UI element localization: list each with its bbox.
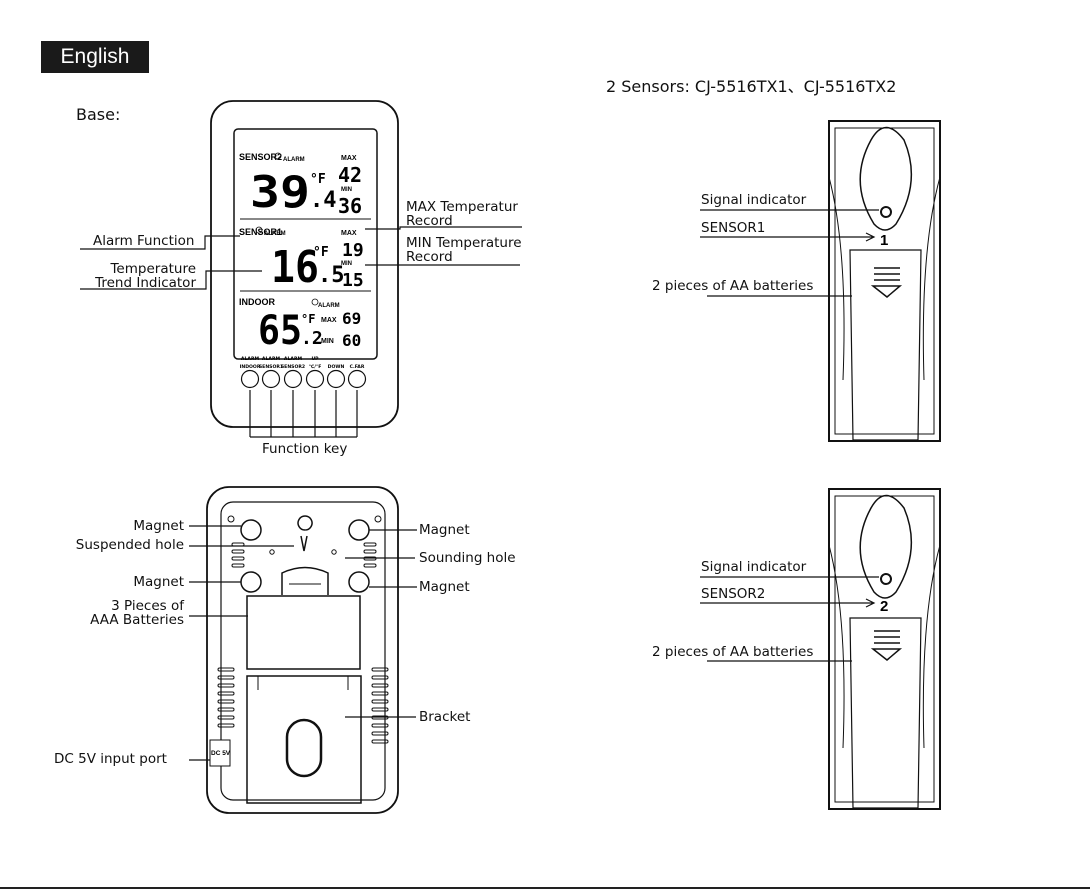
language-tab: English (41, 41, 149, 73)
battery-compartment (246, 595, 361, 670)
sensor-leader-lines (700, 209, 879, 662)
dc-marking: DC 5V (211, 750, 231, 757)
sensor2-alarm: ALARM (283, 157, 305, 163)
sensor1-temp-decimal: .5 (318, 263, 345, 288)
button-down (326, 369, 346, 389)
indoor-min-value: 60 (342, 331, 361, 350)
label-signal-indicator: Signal indicator (701, 192, 807, 208)
sensor2-max-label: MAX (341, 155, 357, 162)
label-batteries-line2: AAA Batteries (90, 612, 184, 628)
label-bracket: Bracket (419, 709, 471, 725)
sensor2-max-value: 42 (338, 163, 362, 187)
label-sounding-hole: Sounding hole (419, 550, 516, 566)
button-bottom-label: INDOOR (240, 364, 261, 370)
sensor2-unit: °F (310, 172, 326, 187)
label-magnet-top-right: Magnet (419, 522, 470, 538)
label-trend-line1: Temperature (110, 261, 196, 277)
signal-indicator-led (880, 206, 892, 218)
label-sensor-batteries: 2 pieces of AA batteries (652, 278, 814, 294)
sensor2-min-value: 36 (338, 194, 362, 218)
magnet-mid-left (240, 571, 262, 593)
indoor-temp: 65 (258, 308, 302, 354)
magnet-mid-right (348, 571, 370, 593)
indoor-min-label: MIN (321, 338, 334, 345)
button-top-label: UP (311, 356, 319, 362)
base-heading: Base: (76, 105, 121, 124)
button-up-unit (305, 369, 325, 389)
button-top-label: ALARM (284, 356, 303, 362)
sensors-heading: 2 Sensors: CJ-5516TX1、CJ-5516TX2 (606, 77, 897, 96)
bracket (246, 675, 362, 804)
sensor1-max-value: 19 (342, 240, 364, 261)
label-suspended-hole: Suspended hole (75, 537, 184, 553)
label-min-line2: Record (406, 249, 453, 265)
sensor-number: 2 (880, 598, 888, 615)
indoor-unit: °F (301, 312, 315, 326)
sensor-number: 1 (880, 232, 888, 249)
lcd-screen (233, 128, 378, 360)
sensor1-min-value: 15 (342, 270, 364, 291)
button-bottom-label: DOWN (328, 364, 345, 370)
sensor-unit-1 (828, 120, 941, 442)
button-alarm-sensor1 (261, 369, 281, 389)
bottom-rule (0, 887, 1090, 889)
button-alarm-sensor2 (283, 369, 303, 389)
back-leader-lines (189, 525, 417, 761)
button-bottom-label: ℃/°F (309, 364, 322, 370)
sensor2-temp: 39 (250, 167, 310, 218)
indoor-label: INDOOR (239, 297, 276, 307)
button-top-label: ALARM (262, 356, 281, 362)
indoor-alarm: ALARM (318, 303, 340, 309)
label-max-line1: MAX Temperatur (406, 199, 518, 215)
function-key-bracket (249, 390, 358, 438)
sensor1-label: SENSOR1 (239, 227, 282, 237)
sensor1-min-label: MIN (341, 261, 352, 267)
signal-indicator-led (880, 573, 892, 585)
label-max-line2: Record (406, 213, 453, 229)
sensor2-temp-decimal: .4 (310, 188, 337, 213)
button-bottom-label: SENSOR1 (259, 364, 283, 370)
sensor2-min-label: MIN (341, 187, 352, 193)
label-function-key: Function key (262, 441, 348, 457)
label-signal-indicator: Signal indicator (701, 559, 807, 575)
indoor-temp-decimal: .2 (301, 328, 323, 349)
button-bottom-label: SENSOR2 (281, 364, 305, 370)
magnet-top-left (240, 519, 262, 541)
bracket-oval (285, 718, 323, 778)
base-back-body (206, 486, 399, 814)
dc-port (209, 739, 231, 767)
label-sensor-batteries: 2 pieces of AA batteries (652, 644, 814, 660)
button-bottom-label: C.FAR (350, 364, 365, 370)
label-trend-line2: Trend Indicator (95, 275, 196, 291)
suspended-hole (297, 515, 313, 552)
label-sensor-name: SENSOR2 (701, 586, 766, 602)
sensor1-max-label: MAX (341, 230, 357, 237)
button-top-label: ALARM (241, 356, 260, 362)
front-leader-lines (80, 226, 522, 290)
sensor1-temp: 16 (271, 242, 319, 293)
label-batteries-line1: 3 Pieces of (111, 598, 184, 614)
label-alarm-function: Alarm Function (93, 233, 195, 249)
magnet-top-right (348, 519, 370, 541)
button-alarm-indoor (240, 369, 260, 389)
indoor-max-value: 69 (342, 309, 361, 328)
indoor-max-label: MAX (321, 317, 337, 324)
label-magnet-top-left: Magnet (133, 518, 184, 534)
sensor1-unit: °F (313, 245, 329, 260)
label-magnet-mid-left: Magnet (133, 574, 184, 590)
base-front-body (210, 100, 399, 428)
alarm-icon (255, 152, 319, 306)
sensor-unit-2 (828, 488, 941, 810)
label-dc-port: DC 5V input port (54, 751, 167, 767)
label-min-line1: MIN Temperature (406, 235, 522, 251)
label-magnet-mid-right: Magnet (419, 579, 470, 595)
function-buttons[interactable] (240, 369, 367, 389)
sensor1-alarm: ALARM (264, 231, 286, 237)
button-captions: ALARM INDOOR ALARM SENSOR1 ALARM SENSOR2… (240, 356, 365, 370)
label-sensor-name: SENSOR1 (701, 220, 766, 236)
sounding-hole-mark (331, 549, 337, 555)
button-c-far (347, 369, 367, 389)
sensor2-label: SENSOR2 (239, 152, 282, 162)
